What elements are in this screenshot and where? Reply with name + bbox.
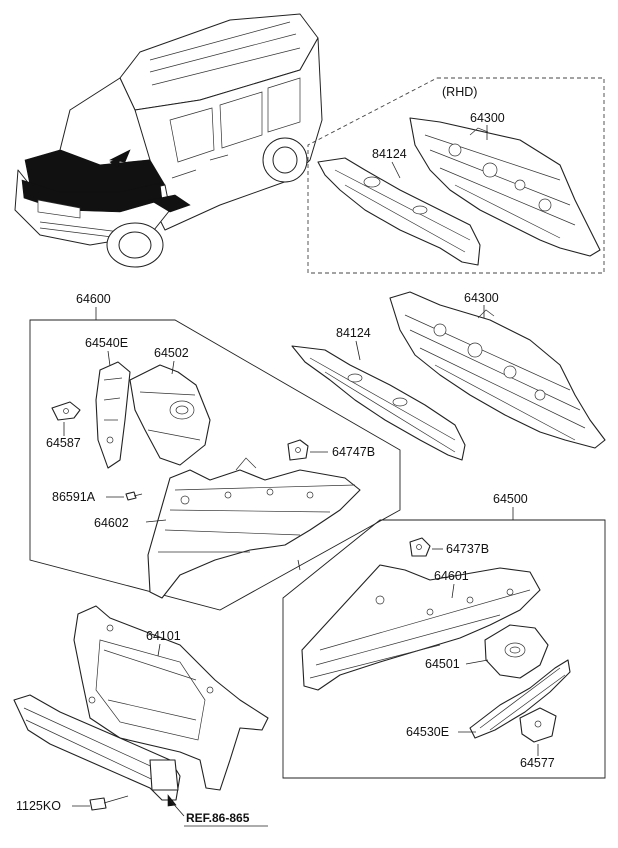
cowl-crossmember-label: 84124: [336, 326, 371, 340]
dash-panel-part: [389, 291, 606, 449]
strut-house-64502-part: [129, 364, 211, 466]
group-64500: 64500 64737B 64601 64501: [282, 492, 606, 779]
apron-upper-label: 64540E: [85, 336, 128, 350]
rhd-cowl-leader: [391, 161, 401, 179]
front-side-member-64601-part: [301, 564, 541, 691]
front-side-member-64601-label: 64601: [434, 569, 469, 583]
front-side-member-64602-label: 64602: [94, 516, 129, 530]
ref-note: REF.86-865: [186, 811, 250, 825]
cowl-crossmember-leader: [355, 340, 361, 361]
strut-house-64502-label: 64502: [154, 346, 189, 360]
bracket-64587-part: [51, 401, 81, 421]
rhd-dash-panel-part: [409, 117, 601, 257]
bracket-64587-label: 64587: [46, 436, 81, 450]
clip-64747b-label: 64747B: [332, 445, 375, 459]
apron-upper-part: [95, 361, 131, 469]
clip-64737b-label: 64737B: [446, 542, 489, 556]
group-64600-border: [29, 319, 401, 611]
group-64600-number: 64600: [76, 292, 111, 306]
rhd-title: (RHD): [442, 85, 477, 99]
strut-house-64501-leader: [465, 659, 489, 665]
apron-lower-label: 64530E: [406, 725, 449, 739]
strut-house-64502-leader: [171, 360, 175, 375]
front-end-carrier-label: 64101: [146, 629, 181, 643]
group-64500-border: [282, 519, 606, 779]
bolt-86591a-part: [125, 491, 143, 501]
clip-64747b-part: [287, 439, 309, 461]
strut-house-64501-label: 64501: [425, 657, 460, 671]
front-side-member-64602-part: [147, 457, 361, 599]
cowl-crossmember-part: [291, 345, 466, 461]
apron-lower-part: [469, 659, 571, 739]
strut-house-64501-part: [484, 624, 549, 679]
clip-64737b-part: [409, 537, 431, 557]
front-end-carrier-leader: [157, 643, 161, 657]
rhd-dash-panel-label: 64300: [470, 111, 505, 125]
apron-upper-leader: [107, 350, 111, 367]
rhd-group: (RHD) 64300 84124: [307, 77, 605, 274]
bolt-86591a-label: 86591A: [52, 490, 96, 504]
front-end-carrier-part: [73, 605, 269, 791]
bolt-1125ko-part: [89, 795, 129, 811]
dash-panel-label: 64300: [464, 291, 499, 305]
bumper-beam-part: [13, 694, 181, 801]
rhd-cowl-part: [317, 157, 481, 266]
bolt-1125ko-label: 1125KO: [16, 799, 61, 813]
ref-pointer: [167, 794, 185, 817]
bracket-64577-part: [519, 707, 557, 743]
front-side-member-64602-leader: [145, 519, 167, 523]
group-64500-number: 64500: [493, 492, 528, 506]
bracket-64577-label: 64577: [520, 756, 555, 770]
rhd-cowl-label: 84124: [372, 147, 407, 161]
group-64600: 64600 64540E 64587 64502: [29, 292, 401, 611]
vehicle-illustration: [14, 13, 323, 268]
front-side-member-64601-leader: [451, 583, 455, 599]
